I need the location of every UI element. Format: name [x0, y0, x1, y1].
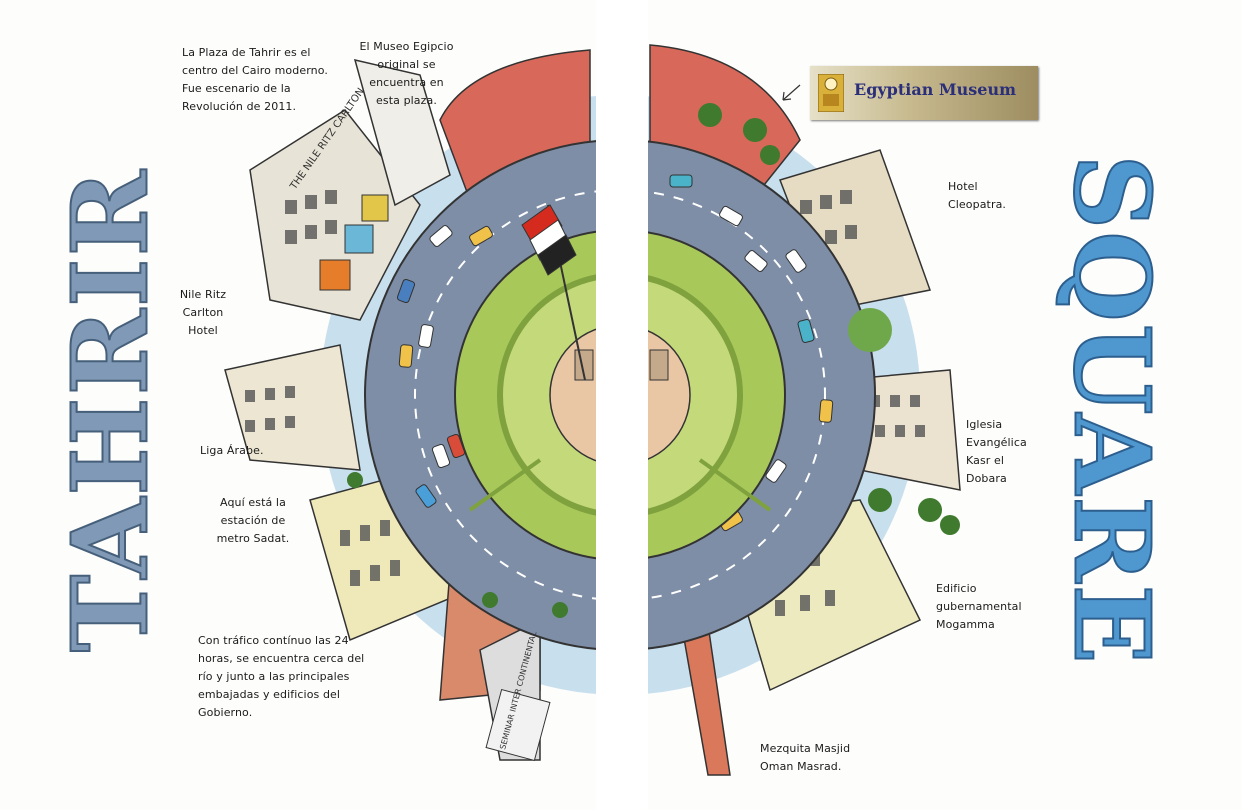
annotation-plaza-intro: La Plaza de Tahrir es el centro del Cair… — [182, 46, 328, 113]
ritz-sign-orange — [319, 259, 351, 291]
annotation-metro: Aquí está la estación de metro Sadat. — [216, 496, 290, 545]
egyptian-museum-label: Egyptian Museum — [810, 66, 1038, 120]
monument-base-right — [649, 349, 669, 381]
egyptian-museum-label-text: Egyptian Museum — [854, 80, 1016, 99]
liga-arabe-building — [224, 344, 361, 471]
museum-pointer-arrow — [782, 84, 801, 101]
annotation-nile-ritz: Nile Ritz Carlton Hotel — [179, 288, 227, 337]
annotation-museum: El Museo Egipcio original se encuentra e… — [359, 40, 454, 107]
annotation-liga-arabe: Liga Árabe. — [200, 444, 264, 457]
annotation-traffic: Con tráfico contínuo las 24 horas, se en… — [198, 634, 365, 719]
annotation-hotel-cleopatra: Hotel Cleopatra. — [948, 180, 1007, 211]
egyptian-museum-logo-icon — [818, 74, 844, 112]
grass-path-right — [698, 458, 772, 512]
nile-ritz-building — [249, 109, 421, 321]
window-grid — [245, 190, 925, 616]
palm-trees — [347, 103, 960, 618]
page-gutter — [596, 0, 648, 810]
egypt-flag-icon — [521, 204, 586, 381]
annotation-mogamma: Edificio gubernamental Mogamma — [936, 582, 1022, 631]
ritz-sign-blue — [344, 224, 374, 254]
grass-path-left — [468, 458, 542, 512]
museum-pointer-arrowhead — [782, 91, 792, 101]
ritz-sign-yellow — [361, 194, 389, 222]
annotation-mezquita: Mezquita Masjid Oman Masrad. — [760, 742, 851, 773]
museum-side-building — [353, 58, 451, 207]
intercontinental-banner: SEMINAR INTER CONTINENTAL — [485, 630, 551, 762]
annotation-iglesia: Iglesia Evangélica Kasr el Dobara — [966, 418, 1027, 485]
